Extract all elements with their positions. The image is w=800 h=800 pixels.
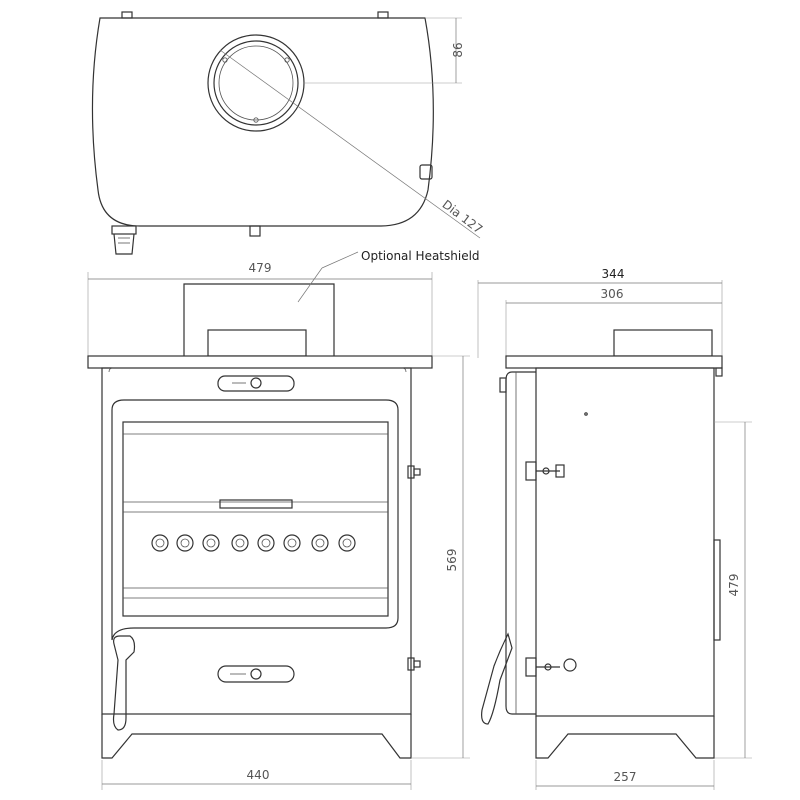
top-plate <box>87 355 433 369</box>
flue-height-dimension: 479 <box>727 574 741 597</box>
stove-body <box>101 367 412 715</box>
side-door-profile <box>505 371 536 715</box>
flue-collar-inner <box>213 40 299 126</box>
side-body <box>535 367 715 717</box>
top-view <box>91 11 481 255</box>
glass-window <box>122 421 389 617</box>
baffle-plate <box>219 499 293 509</box>
burner-row <box>151 534 356 552</box>
side-top-plate <box>505 355 723 369</box>
door-frame <box>111 399 399 641</box>
side-depth-dimension: 344 <box>602 267 625 281</box>
heatshield-label: Optional Heatshield <box>361 249 480 263</box>
base-depth-dimension: 257 <box>614 770 637 784</box>
top-view-outline <box>91 17 434 227</box>
side-body-depth-dimension: 306 <box>601 287 624 301</box>
heatshield-panel <box>183 283 335 356</box>
flue-diameter-dimension: Dia 127 <box>440 197 486 236</box>
front-view <box>87 251 470 790</box>
flue-collar-outer <box>207 34 305 132</box>
side-legs <box>535 716 715 759</box>
top-depth-dimension: 86 <box>451 42 465 57</box>
side-heatshield <box>613 329 713 357</box>
top-air-control <box>217 375 295 392</box>
side-door-handle <box>481 632 513 725</box>
front-legs <box>101 714 412 759</box>
door-handle <box>112 635 136 731</box>
base-width-dimension: 440 <box>247 768 270 782</box>
overall-width-dimension: 479 <box>249 261 272 275</box>
side-view <box>477 280 752 790</box>
front-height-dimension: 569 <box>445 549 459 572</box>
bottom-air-control <box>217 665 295 683</box>
